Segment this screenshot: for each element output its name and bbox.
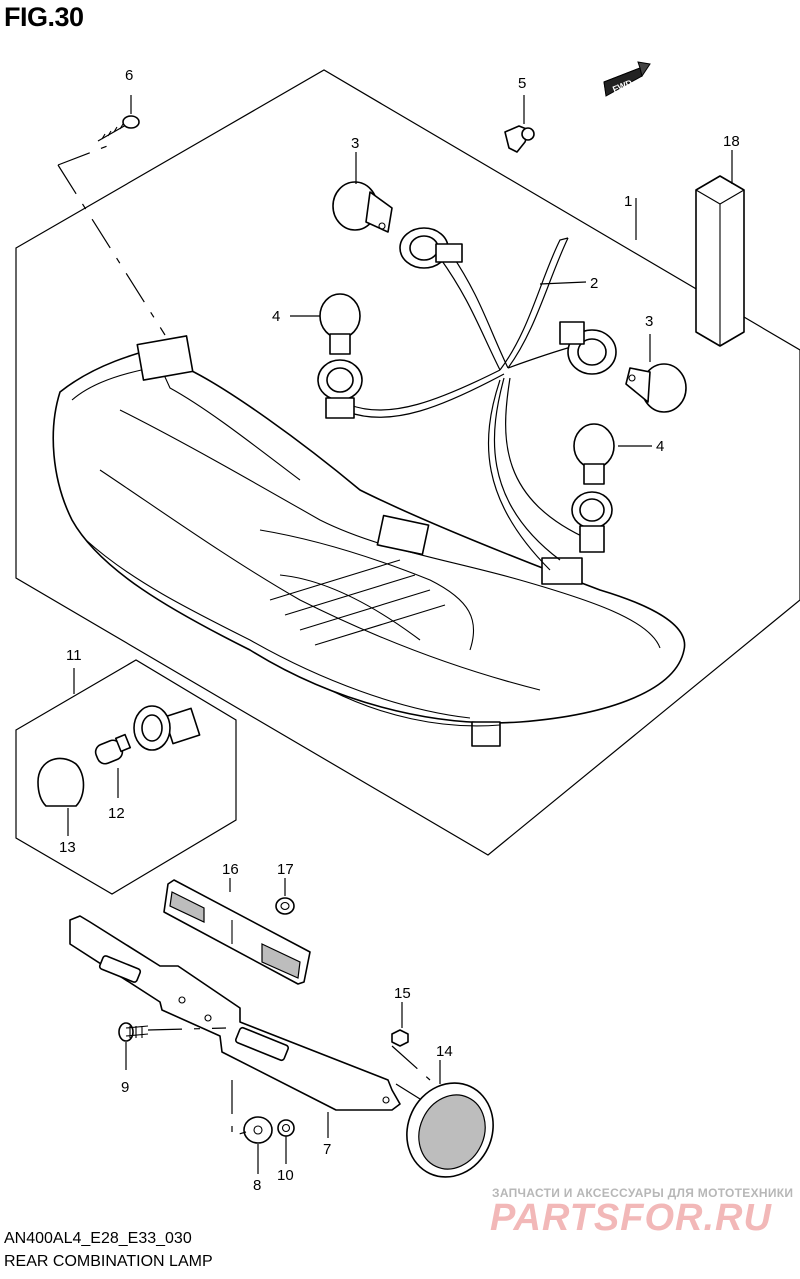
assembly-outline <box>15 69 800 856</box>
callout-7: 7 <box>323 1141 331 1158</box>
callout-3b: 3 <box>645 313 653 330</box>
callout-11: 11 <box>66 647 82 664</box>
reflector-part-14 <box>406 1082 494 1178</box>
callout-2: 2 <box>590 275 598 292</box>
lens-part-13 <box>37 757 85 807</box>
bulb-group-outline <box>15 659 237 895</box>
socket-right <box>559 321 617 375</box>
housing-part-1 <box>52 335 686 747</box>
leader-lines <box>67 152 652 1174</box>
bolt-part-9 <box>118 1022 227 1042</box>
bulb-part-4-lower <box>573 423 615 485</box>
callout-4b: 4 <box>656 438 664 455</box>
watermark-tagline: ЗАПЧАСТИ И АКСЕССУАРЫ ДЛЯ МОТОТЕХНИКИ <box>492 1186 794 1200</box>
bulb-part-3-upper <box>332 181 393 233</box>
screw-part-6 <box>97 95 140 142</box>
bulb-part-4-upper <box>319 293 361 355</box>
callout-18: 18 <box>723 133 740 150</box>
callout-3a: 3 <box>351 135 359 152</box>
callout-10: 10 <box>277 1167 294 1184</box>
bulb-part-3-lower <box>625 363 687 413</box>
callout-13: 13 <box>59 839 76 856</box>
harness-part-2 <box>347 237 591 571</box>
callout-16: 16 <box>222 861 239 878</box>
screw-6-guide <box>57 144 166 336</box>
callout-17: 17 <box>277 861 294 878</box>
callout-5: 5 <box>518 75 526 92</box>
callout-9: 9 <box>121 1079 129 1096</box>
fastener-guide-8 <box>231 1080 247 1137</box>
bulb-part-12 <box>94 733 132 765</box>
washer-part-8 <box>243 1116 273 1144</box>
bracket-part-7 <box>69 915 401 1111</box>
callout-6: 6 <box>125 67 133 84</box>
nut-part-15 <box>391 1029 409 1047</box>
clip-part-5 <box>504 95 535 153</box>
pad-part-18 <box>695 150 745 347</box>
figure-name: REAR COMBINATION LAMP <box>4 1253 213 1270</box>
callout-15: 15 <box>394 985 411 1002</box>
fwd-arrow-icon: FWD <box>603 61 651 97</box>
callout-14: 14 <box>436 1043 453 1060</box>
callout-12: 12 <box>108 805 125 822</box>
callout-4a: 4 <box>272 308 280 325</box>
socket-left <box>317 359 363 419</box>
socket-lower-right <box>571 491 613 553</box>
socket-upper-left <box>399 227 463 269</box>
figure-title: FIG.30 <box>4 2 84 32</box>
callout-1: 1 <box>624 193 632 210</box>
nut-part-17 <box>275 897 295 915</box>
socket-part-11 <box>133 705 201 751</box>
reflector-part-16 <box>163 879 311 985</box>
callout-8: 8 <box>253 1177 261 1194</box>
figure-code: AN400AL4_E28_E33_030 <box>4 1230 192 1247</box>
nut-part-10 <box>277 1119 295 1137</box>
watermark-logo: PARTSFOR.RU <box>490 1197 772 1239</box>
